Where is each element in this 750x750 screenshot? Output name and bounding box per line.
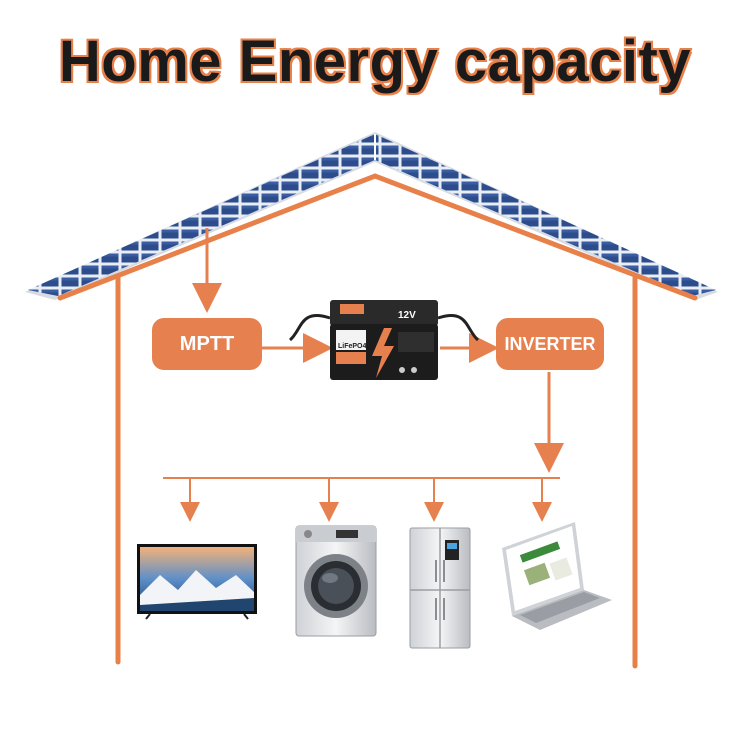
mptt-box: MPTT bbox=[152, 318, 262, 370]
solar-roof bbox=[25, 132, 718, 300]
tv-icon bbox=[137, 544, 257, 620]
distribution-bus bbox=[163, 477, 560, 522]
laptop-icon bbox=[502, 522, 612, 630]
battery-brand-label: LiFePO4 bbox=[338, 343, 367, 350]
house-outline bbox=[57, 173, 698, 669]
battery-icon: 12V LiFePO4 bbox=[288, 300, 480, 380]
page-title: Home Energy capacity bbox=[57, 28, 692, 96]
inverter-box: INVERTER bbox=[496, 318, 604, 370]
refrigerator-icon bbox=[409, 527, 471, 649]
battery-voltage-label: 12V bbox=[398, 310, 416, 321]
washing-machine-icon bbox=[295, 525, 377, 637]
flow-arrows bbox=[192, 228, 564, 473]
